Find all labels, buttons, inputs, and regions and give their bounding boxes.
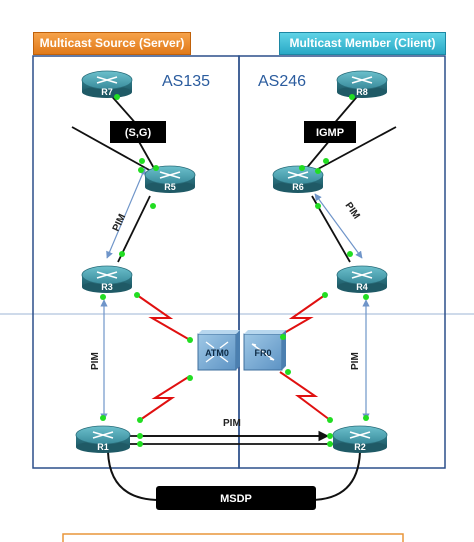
as135-box — [32, 55, 240, 469]
multicast-source-banner: Multicast Source (Server) — [33, 32, 191, 55]
msdp-link-right — [309, 451, 361, 501]
router-r3-label: R3 — [101, 282, 113, 292]
igmp-tag-label: IGMP — [316, 127, 344, 139]
router-r2[interactable]: R2 — [332, 425, 388, 453]
sg-tag — [110, 121, 166, 143]
router-r3[interactable]: R3 — [81, 265, 133, 293]
as246-label: AS246 — [258, 73, 306, 90]
serial-links — [136, 294, 331, 421]
router-r2-label: R2 — [354, 442, 366, 452]
router-r7[interactable]: R7 — [81, 70, 133, 98]
atm0-label: ATM0 — [205, 348, 229, 358]
msdp-tag — [156, 486, 316, 510]
router-r6[interactable]: R6 — [272, 165, 324, 193]
atm-switch-atm0[interactable]: ATM0 — [197, 330, 240, 371]
router-r1-label: R1 — [97, 442, 109, 452]
router-r4[interactable]: R4 — [336, 265, 388, 293]
msdp-tag-label: MSDP — [220, 493, 252, 505]
router-r5[interactable]: R5 — [144, 165, 196, 193]
pim-label-r4-r2: PIM — [350, 352, 361, 370]
msdp-link-left — [107, 451, 161, 501]
as246-box — [238, 55, 446, 469]
router-r1[interactable]: R1 — [75, 425, 131, 453]
router-r6-label: R6 — [292, 182, 304, 192]
router-r8[interactable]: R8 — [336, 70, 388, 98]
router-r5-label: R5 — [164, 182, 176, 192]
fr0-label: FR0 — [254, 348, 271, 358]
interface-dots — [100, 94, 369, 447]
igmp-tag — [304, 121, 356, 143]
router-r8-label: R8 — [356, 87, 368, 97]
pim-label-r6-r4: PIM — [343, 200, 362, 221]
pim-label-r1-r2: PIM — [223, 418, 241, 429]
pim-label-r3-r1: PIM — [90, 352, 101, 370]
pim-label-r5-r3: PIM — [111, 213, 128, 234]
as135-label: AS135 — [162, 73, 210, 90]
pim-arrows — [100, 167, 370, 421]
sg-tag-label: (S,G) — [125, 127, 152, 139]
router-r7-label: R7 — [101, 87, 113, 97]
router-r4-label: R4 — [356, 282, 368, 292]
fr-switch-fr0[interactable]: FR0 — [243, 330, 286, 371]
multicast-member-banner: Multicast Member (Client) — [279, 32, 446, 55]
bottom-frame — [62, 533, 404, 542]
